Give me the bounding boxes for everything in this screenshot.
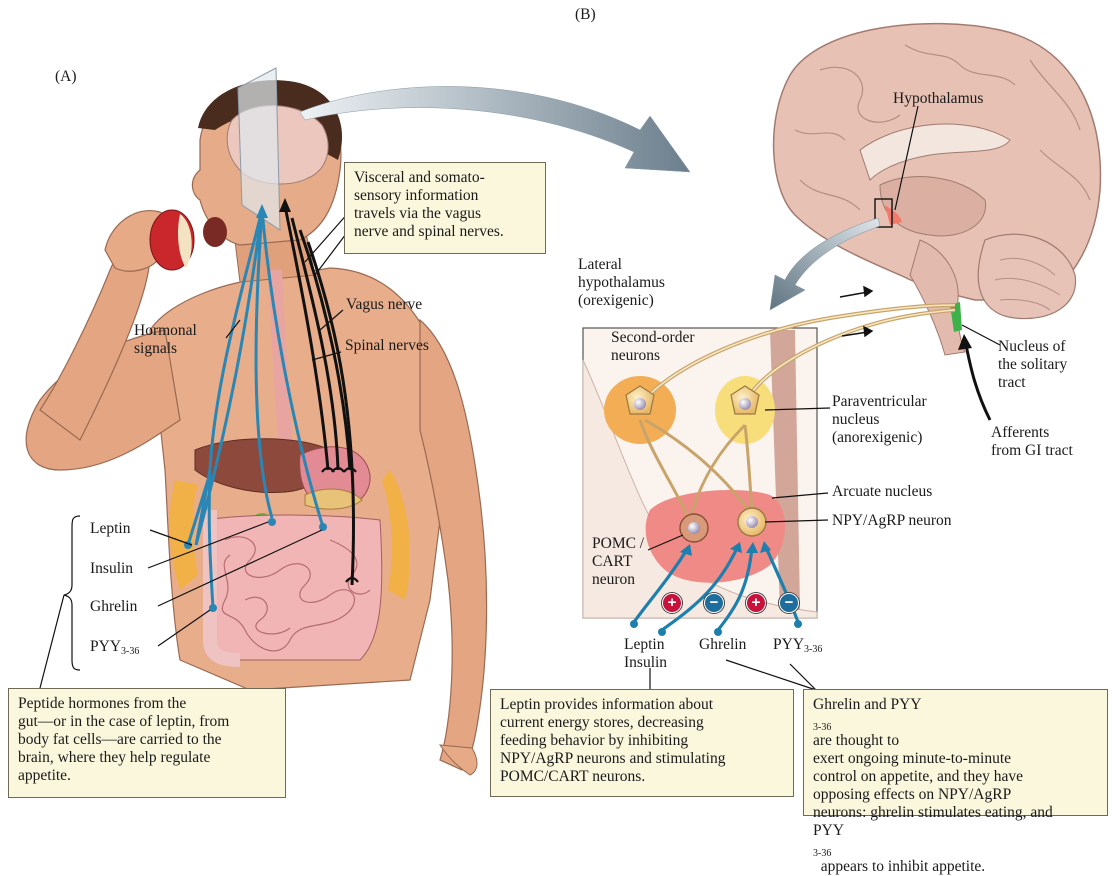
leptin-info-box: Leptin provides information about curren… <box>490 689 794 797</box>
pomc-cart-line: POMC / <box>592 535 644 553</box>
b-ghrelin-label: Ghrelin <box>699 636 746 654</box>
ghrelin-label: Ghrelin <box>90 598 137 616</box>
bracket-pointer <box>40 595 64 688</box>
leptin-box-line: POMC/CART neurons. <box>500 768 784 786</box>
hormone-bracket <box>64 516 80 670</box>
ghrelin-box-line: opposing effects on NPY/AgRP <box>813 786 1098 804</box>
ghrelin-box-line: neurons: ghrelin stimulates eating, and <box>813 804 1098 822</box>
leptin-box-line: current energy stores, decreasing <box>500 714 784 732</box>
arcuate-area <box>646 490 785 583</box>
hormone-input-dots <box>630 620 802 636</box>
b-pyy-label: PYY3-36 <box>773 636 822 654</box>
b-insulin-label: Insulin <box>624 654 667 672</box>
pyy-minus-sign: − <box>779 593 799 613</box>
insulin-label: Insulin <box>90 560 133 578</box>
ghrelin-box-text: Ghrelin and PYY <box>813 696 1098 714</box>
arcuate-nucleus-label: Arcuate nucleus <box>832 483 932 501</box>
pomc-cart-label: POMC / CART neuron <box>592 535 644 589</box>
npy-neuron <box>738 508 766 536</box>
visceral-box-line: travels via the vagus <box>354 205 536 223</box>
solitary-line: tract <box>998 374 1067 392</box>
visceral-box-line: nerve and spinal nerves. <box>354 223 536 241</box>
paraventricular-label: Paraventricular nucleus (anorexigenic) <box>832 393 927 447</box>
panel-b-label: (B) <box>575 6 596 24</box>
pyy-subscript: 3-36 <box>804 644 822 655</box>
hormonal-signals-line: signals <box>134 340 197 358</box>
ghrelin-box-text: appears to inhibit appetite. <box>813 858 1098 876</box>
apple <box>150 210 194 270</box>
pyy-base: PYY <box>773 636 804 653</box>
paraventricular-line: Paraventricular <box>832 393 927 411</box>
second-order-line: neurons <box>611 347 695 365</box>
leptin-box-line: Leptin provides information about <box>500 696 784 714</box>
npy-agrp-neuron-label: NPY/AgRP neuron <box>832 512 952 530</box>
peptide-box-line: gut—or in the case of leptin, from <box>18 713 276 731</box>
hormonal-signals-label: Hormonal signals <box>134 322 197 358</box>
pyy-subscript: 3-36 <box>121 646 139 657</box>
hypothalamus-label: Hypothalamus <box>893 90 983 108</box>
ghrelin-box-line: Ghrelin and PYY3-36 are thought to <box>813 696 1098 750</box>
peptide-box-line: Peptide hormones from the <box>18 695 276 713</box>
big-curved-arrow <box>300 86 690 172</box>
afferents-label: Afferents from GI tract <box>991 424 1073 460</box>
lateral-hypothalamus-line: Lateral <box>578 256 665 274</box>
visceral-box-line: Visceral and somato- <box>354 169 536 187</box>
insulin-minus-sign: − <box>704 593 724 613</box>
visceral-info-box: Visceral and somato- sensory information… <box>344 162 546 254</box>
paraventricular-line: nucleus <box>832 411 927 429</box>
lateral-hypothalamus-line: hypothalamus <box>578 274 665 292</box>
vagus-nerve-label: Vagus nerve <box>346 296 422 314</box>
lateral-hypothalamus-label: Lateral hypothalamus (orexigenic) <box>578 256 665 310</box>
pomc-cart-line: neuron <box>592 571 644 589</box>
pyy-base: PYY <box>90 638 121 655</box>
ghrelin-box-line: control on appetite, and they have <box>813 768 1098 786</box>
section-plane <box>238 68 280 230</box>
spinal-nerves-label: Spinal nerves <box>345 337 429 355</box>
solitary-line: Nucleus of <box>998 338 1067 356</box>
mouth <box>203 217 227 247</box>
paraventricular-line: (anorexigenic) <box>832 429 927 447</box>
afferents-line: Afferents <box>991 424 1073 442</box>
nucleus-solitary-tract-label: Nucleus of the solitary tract <box>998 338 1067 392</box>
b-leptin-label: Leptin <box>624 636 664 654</box>
pyy-label: PYY3-36 <box>90 638 139 656</box>
second-order-neurons-label: Second-order neurons <box>611 329 695 365</box>
hormonal-signals-line: Hormonal <box>134 322 197 340</box>
second-order-line: Second-order <box>611 329 695 347</box>
peptide-hormones-box: Peptide hormones from the gut—or in the … <box>8 688 286 798</box>
peptide-box-line: brain, where they help regulate <box>18 749 276 767</box>
ghrelin-box-text: are thought to <box>813 732 1098 750</box>
pomc-cart-line: CART <box>592 553 644 571</box>
pomc-neuron <box>680 514 708 542</box>
lateral-hypothalamus-line: (orexigenic) <box>578 292 665 310</box>
leptin-box-line: feeding behavior by inhibiting <box>500 732 784 750</box>
peptide-box-line: body fat cells—are carried to the <box>18 731 276 749</box>
solitary-line: the solitary <box>998 356 1067 374</box>
leptin-plus-sign: + <box>662 593 682 613</box>
peptide-box-line: appetite. <box>18 767 276 785</box>
panel-a-label: (A) <box>55 68 77 86</box>
afferents-line: from GI tract <box>991 442 1073 460</box>
ghrelin-box-line: exert ongoing minute-to-minute <box>813 750 1098 768</box>
intestines <box>205 515 382 660</box>
ghrelin-box-text: PYY <box>813 822 1098 840</box>
leptin-box-line: NPY/AgRP neurons and stimulating <box>500 750 784 768</box>
ghrelin-plus-sign: + <box>746 593 766 613</box>
visceral-box-line: sensory information <box>354 187 536 205</box>
afferents-arrow <box>965 340 990 420</box>
leptin-label: Leptin <box>90 520 130 538</box>
